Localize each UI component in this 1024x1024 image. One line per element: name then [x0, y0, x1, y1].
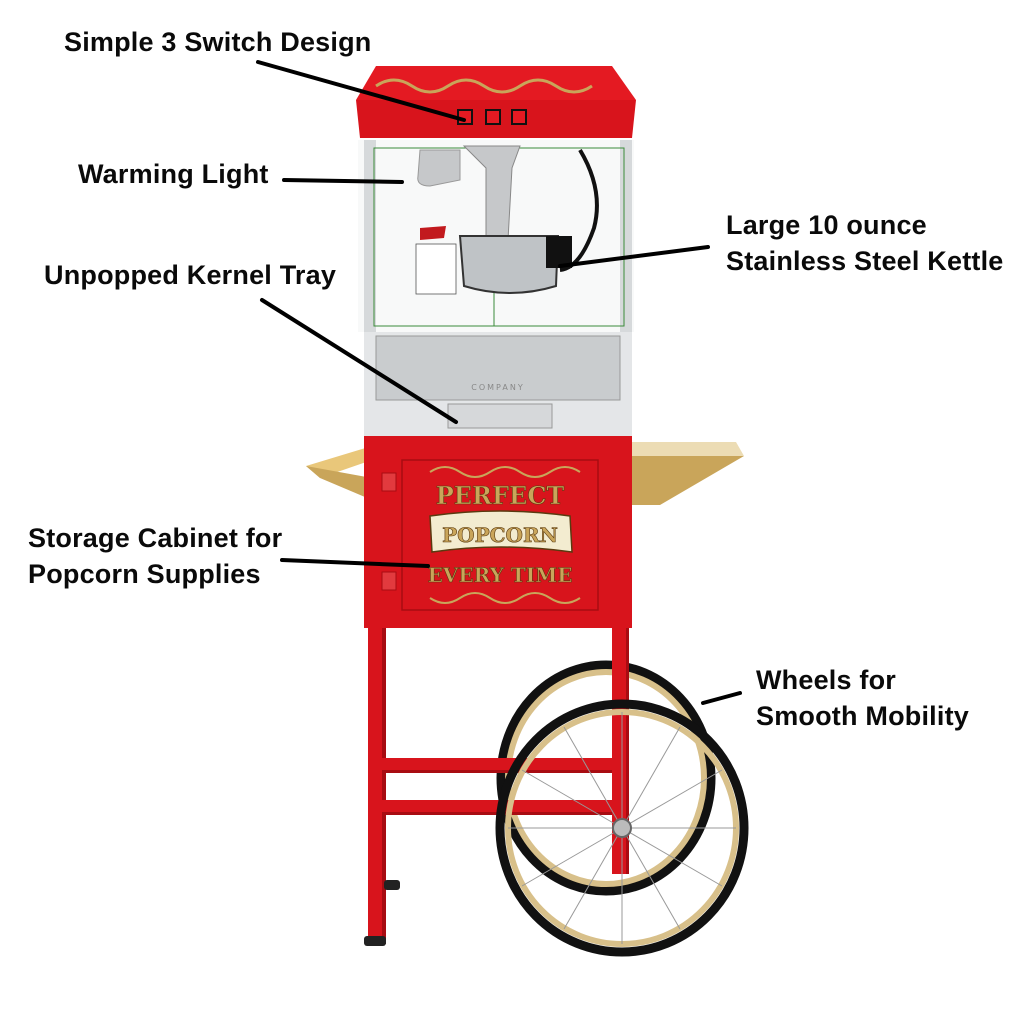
storage-cabinet: PERFECT POPCORN EVERY TIME: [364, 436, 632, 628]
side-shelves: [306, 442, 744, 505]
callout-text-line-2: Popcorn Supplies: [28, 559, 261, 589]
callout-warming-light: Warming Light: [78, 156, 269, 192]
callout-text-line-1: Wheels for: [756, 665, 897, 695]
callout-text-line-1: Storage Cabinet for: [28, 523, 283, 553]
kernel-tray-base: COMPANY: [364, 330, 632, 436]
callout-switches: Simple 3 Switch Design: [64, 24, 371, 60]
callout-text-line-2: Smooth Mobility: [756, 701, 969, 731]
callout-text: Unpopped Kernel Tray: [44, 260, 337, 290]
svg-text:PERFECT: PERFECT: [436, 481, 565, 510]
callout-cabinet: Storage Cabinet for Popcorn Supplies: [28, 520, 282, 592]
callout-wheels: Wheels for Smooth Mobility: [756, 662, 969, 734]
callout-text-line-1: Large 10 ounce: [726, 210, 927, 240]
callout-text-line-2: Stainless Steel Kettle: [726, 246, 1004, 276]
front-wheel: [495, 699, 749, 957]
svg-text:COMPANY: COMPANY: [471, 383, 524, 392]
cart-frame: [364, 626, 629, 946]
callout-kernel-tray: Unpopped Kernel Tray: [44, 257, 336, 293]
callout-lines: [256, 60, 742, 705]
callout-text: Simple 3 Switch Design: [64, 27, 372, 57]
glass-cabinet: [358, 140, 634, 332]
callout-kettle: Large 10 ounce Stainless Steel Kettle: [726, 207, 1004, 279]
rear-wheel: [496, 660, 716, 896]
svg-text:POPCORN: POPCORN: [442, 523, 558, 547]
svg-text:EVERY TIME: EVERY TIME: [428, 563, 573, 587]
callout-text: Warming Light: [78, 159, 269, 189]
power-switches: [457, 109, 527, 125]
